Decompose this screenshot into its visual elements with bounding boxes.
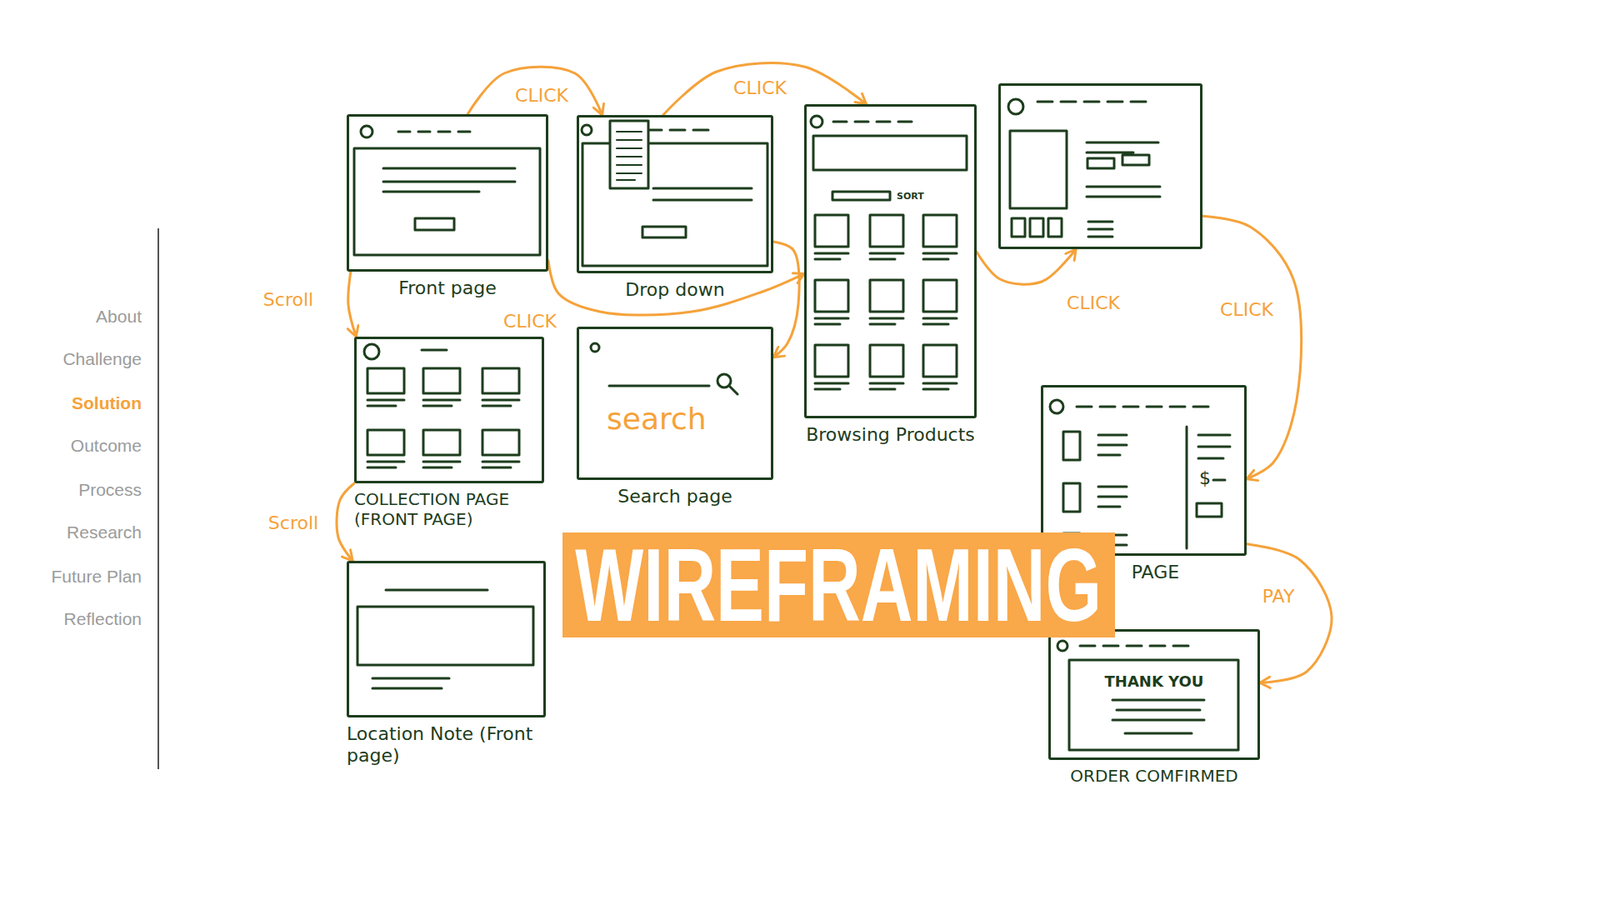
wireframe-text: SORT bbox=[896, 190, 925, 202]
logo-circle bbox=[1008, 99, 1024, 115]
wireframe-text: $ bbox=[1199, 467, 1211, 490]
action-label: CLICK bbox=[1064, 293, 1123, 314]
cart-sketch bbox=[1063, 406, 1230, 550]
logo-circle bbox=[364, 344, 380, 360]
wireframe-caption: Search page bbox=[545, 485, 805, 508]
action-label: Scroll bbox=[260, 290, 316, 310]
flow-arrow bbox=[467, 66, 602, 115]
collection-sketch bbox=[367, 350, 520, 468]
nav-item: Future Plan bbox=[50, 565, 142, 587]
title-banner: WIREFRAMING bbox=[562, 532, 1115, 638]
nav-item: About bbox=[95, 305, 142, 327]
magnifier-icon bbox=[717, 374, 731, 388]
wireframe-text: THANK YOU bbox=[1050, 672, 1258, 691]
flow-arrow bbox=[976, 249, 1076, 285]
nav-divider bbox=[157, 228, 160, 770]
wireframe-caption: Location Note (Front page) bbox=[346, 723, 546, 768]
action-label: Scroll bbox=[265, 513, 321, 534]
action-label: CLICK bbox=[500, 311, 560, 332]
nav-item: Outcome bbox=[70, 435, 142, 456]
logo-circle bbox=[581, 125, 592, 135]
action-label: PAY bbox=[1260, 586, 1298, 607]
menu-lines bbox=[616, 131, 642, 180]
flow-arrow bbox=[348, 271, 356, 337]
logo-circle bbox=[590, 343, 600, 352]
wireframe-caption: Front page bbox=[315, 277, 580, 300]
action-label: CLICK bbox=[1217, 300, 1276, 320]
nav-item: Research bbox=[66, 521, 142, 543]
wireframe-caption: ORDER COMFIRMED bbox=[1017, 765, 1291, 786]
wireframe-box: Browsing ProductsSORT bbox=[804, 104, 977, 419]
drop-down-menu bbox=[610, 120, 649, 189]
wireframe-box: PAGE$ bbox=[1040, 385, 1247, 556]
wireframe-box: COLLECTION PAGE (FRONT PAGE) bbox=[354, 336, 545, 484]
flow-arrow bbox=[663, 63, 867, 115]
wireframe-box: Drop down bbox=[576, 115, 774, 274]
action-label: CLICK bbox=[730, 78, 790, 99]
sketch-group bbox=[354, 99, 1239, 750]
search-bar-sketch bbox=[609, 385, 738, 395]
wireframe-box: Search pagesearch bbox=[576, 326, 774, 480]
action-label: CLICK bbox=[512, 85, 571, 106]
nav-item: Solution bbox=[71, 392, 142, 414]
wireframe-box bbox=[998, 83, 1203, 250]
order-confirmed-sketch bbox=[1069, 645, 1239, 750]
flow-arrow bbox=[1202, 215, 1302, 480]
wireframe-caption: Drop down bbox=[545, 279, 805, 301]
nav-item: Reflection bbox=[64, 608, 142, 630]
connector-group bbox=[336, 63, 1332, 684]
nav-item: Process bbox=[78, 479, 142, 500]
nav-item: Challenge bbox=[62, 348, 142, 370]
product-page-sketch bbox=[1010, 101, 1160, 237]
product-grid-sketch bbox=[815, 215, 957, 390]
wireframe-box: ORDER COMFIRMEDTHANK YOU bbox=[1048, 629, 1260, 760]
logo-circle bbox=[1050, 400, 1064, 414]
browsing-header-sketch bbox=[813, 121, 967, 200]
wireframe-caption: Browsing Products bbox=[773, 424, 1008, 446]
logo-circle bbox=[360, 125, 373, 138]
logo-circle bbox=[1057, 640, 1068, 651]
wireframe-text: search bbox=[606, 400, 707, 437]
wireframe-caption: COLLECTION PAGE (FRONT PAGE) bbox=[354, 489, 545, 530]
location-note-sketch bbox=[357, 590, 534, 689]
wireframe-box: Front page bbox=[346, 114, 549, 272]
flow-arrow bbox=[336, 483, 355, 561]
flow-arrow bbox=[773, 241, 800, 358]
front-page-sketch bbox=[354, 131, 540, 255]
wireframe-box: Location Note (Front page) bbox=[346, 560, 546, 718]
logo-circle bbox=[810, 115, 823, 128]
title-text: WIREFRAMING bbox=[575, 533, 1103, 637]
